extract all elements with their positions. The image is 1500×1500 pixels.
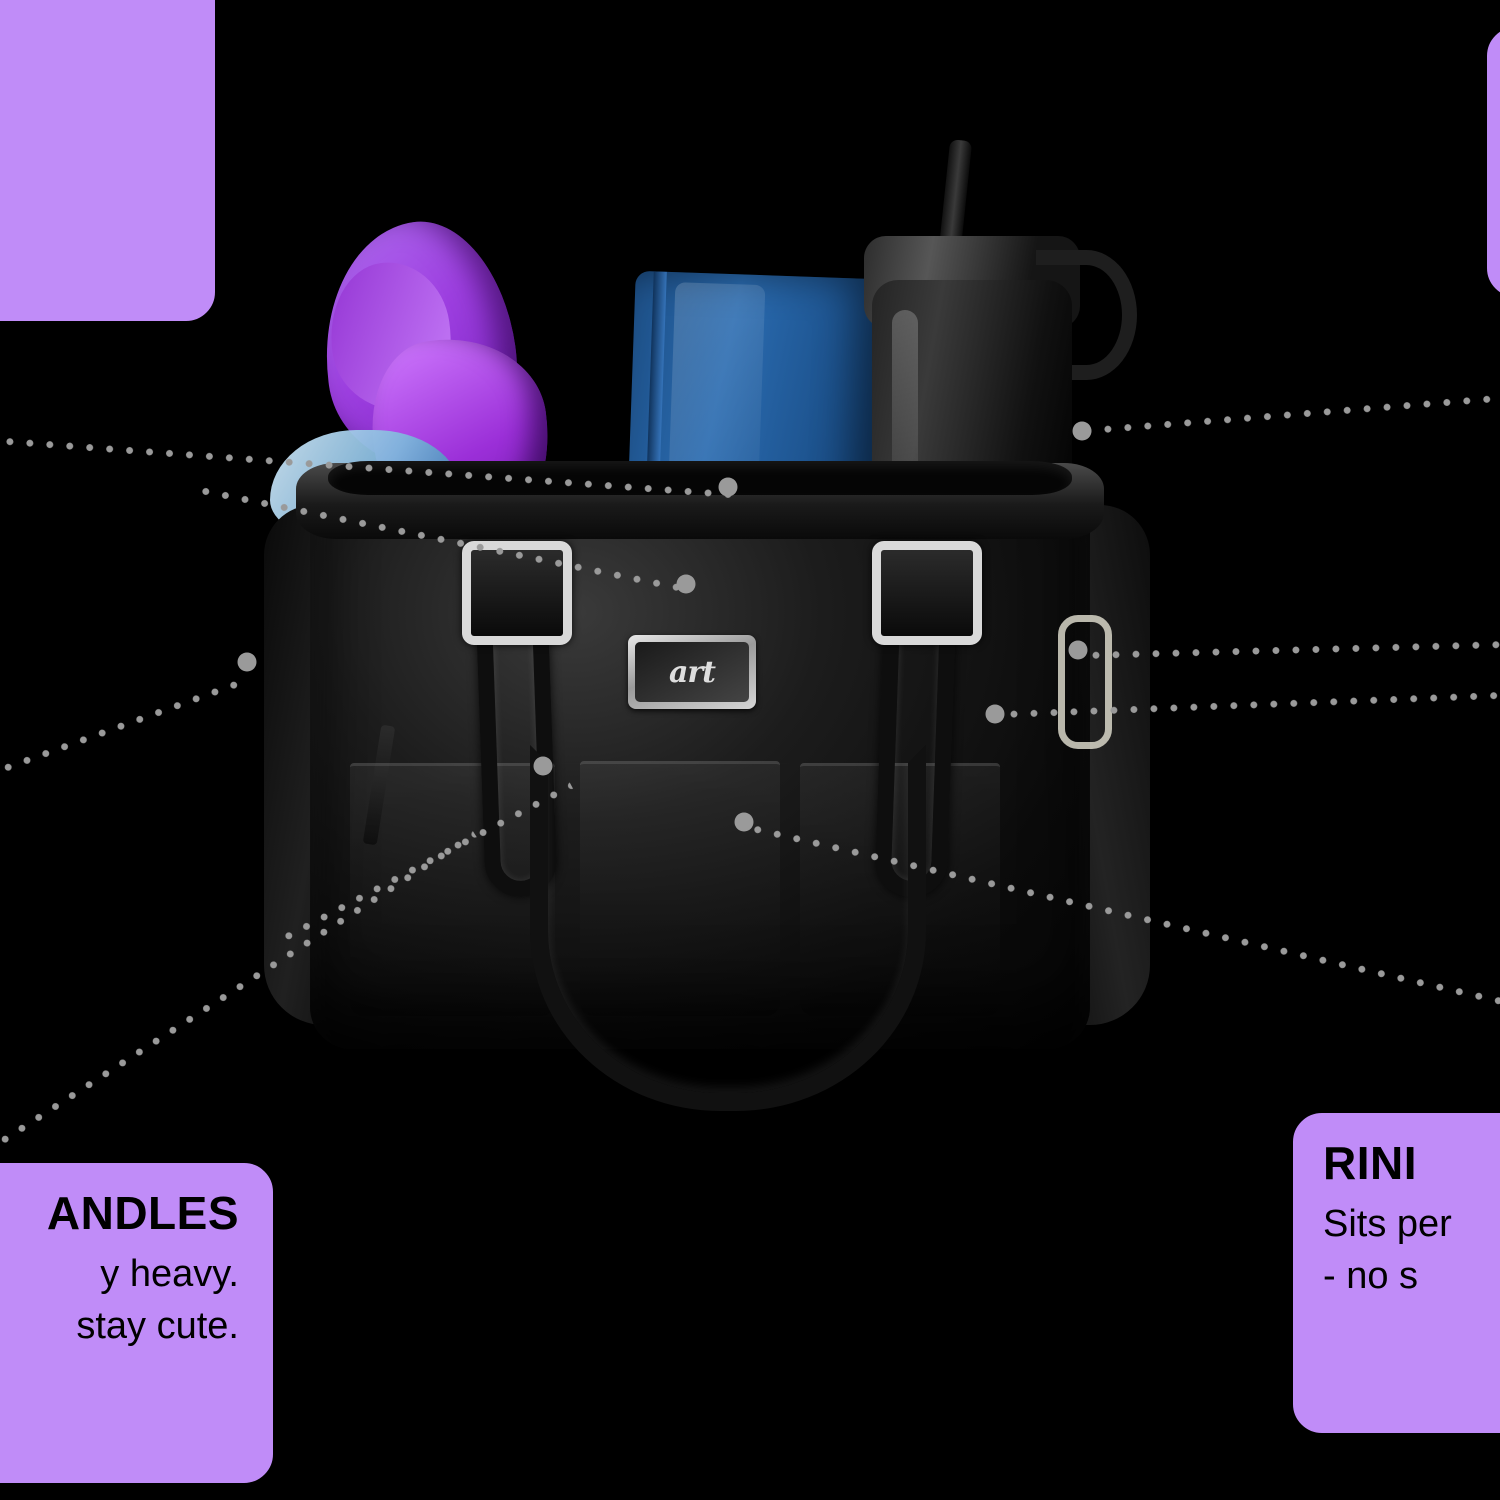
callout-card-top-right[interactable] <box>1482 22 1500 302</box>
callout-body-bottom-left-line1: y heavy. <box>100 1253 239 1296</box>
callout-card-bottom-right[interactable]: RINI Sits per - no s <box>1288 1108 1500 1438</box>
strap-loop <box>1058 615 1112 749</box>
connector-node-1 <box>718 477 738 497</box>
callout-title-bottom-left: ANDLES <box>46 1187 239 1239</box>
connector-node-8 <box>734 812 754 832</box>
product-photo: art <box>200 130 1300 1111</box>
connector-node-3 <box>676 574 696 594</box>
hardware-clasp-left <box>462 541 572 645</box>
callout-card-top-left[interactable] <box>0 0 220 326</box>
connector-node-4 <box>237 652 257 672</box>
connector-node-6 <box>985 704 1005 724</box>
callout-card-bottom-left[interactable]: ANDLES y heavy. stay cute. <box>0 1158 278 1488</box>
brand-logo-text: art <box>668 654 716 690</box>
connector-node-7 <box>533 756 553 776</box>
tote-bag: art <box>200 445 1200 1111</box>
connector-node-5 <box>1068 640 1088 660</box>
bag-grab-handle <box>530 745 926 1111</box>
callout-body-bottom-right-line1: Sits per <box>1323 1203 1452 1246</box>
hardware-clasp-right <box>872 541 982 645</box>
callout-title-bottom-right: RINI <box>1323 1137 1417 1189</box>
callout-body-bottom-right-line2: - no s <box>1323 1255 1419 1298</box>
callout-body-bottom-left-line2: stay cute. <box>76 1305 239 1348</box>
brand-logo-plate: art <box>628 635 756 709</box>
connector-node-2 <box>1072 421 1092 441</box>
